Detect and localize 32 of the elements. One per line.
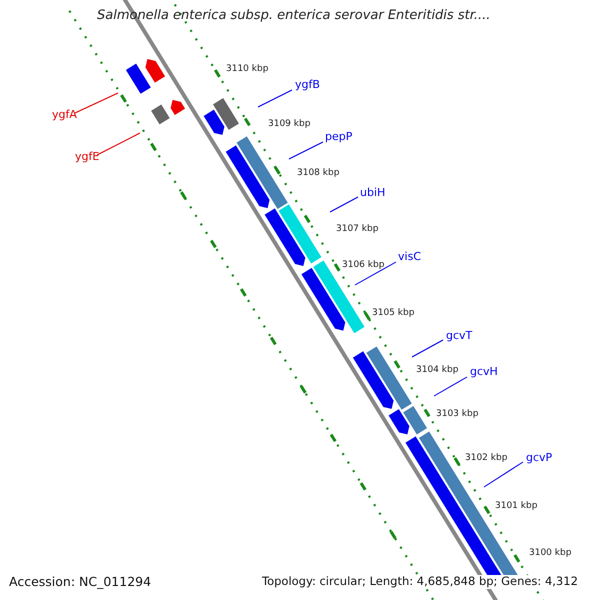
gene-label: gcvH	[470, 365, 498, 378]
scale-label: 3101 kbp	[495, 501, 538, 512]
leader-line	[258, 90, 292, 108]
leader-line	[96, 132, 140, 156]
scale-label: 3100 kbp	[529, 548, 572, 559]
scale-label: 3102 kbp	[465, 453, 508, 464]
leader-line	[484, 462, 524, 488]
scale-label: 3106 kbp	[342, 260, 384, 271]
scale-label: 3103 kbp	[436, 409, 478, 420]
gene-label: gcvT	[446, 329, 472, 342]
scale-label: 3105 kbp	[372, 308, 414, 319]
leader-line	[330, 196, 358, 212]
gene-label: gcvP	[526, 451, 552, 464]
gene-label: ygfE	[75, 150, 100, 164]
scale-label: 3104 kbp	[416, 365, 458, 376]
scale-label: 3107 kbp	[336, 224, 378, 235]
gene-label: ubiH	[360, 186, 386, 200]
gene-label: visC	[398, 250, 421, 264]
leader-line	[412, 340, 444, 358]
scale-label: 3108 kbp	[297, 168, 340, 179]
gene-label: ygfA	[52, 108, 77, 122]
leader-line	[434, 376, 468, 396]
leader-line	[354, 262, 396, 286]
map-title: Salmonella enterica subsp. enterica serovar Enteritidis str....	[97, 8, 490, 24]
scale-label: 3110 kbp	[226, 64, 268, 75]
leader-line	[74, 92, 118, 114]
accession-text: Accession: NC_011294	[9, 574, 152, 589]
scale-label: 3109 kbp	[268, 119, 310, 130]
leader-line	[288, 142, 324, 160]
gene-label: ygfB	[295, 78, 320, 92]
gene-label: pepP	[325, 130, 352, 144]
genome-summary: Topology: circular; Length: 4,685,848 bp; Genes: 4,312	[262, 575, 578, 589]
